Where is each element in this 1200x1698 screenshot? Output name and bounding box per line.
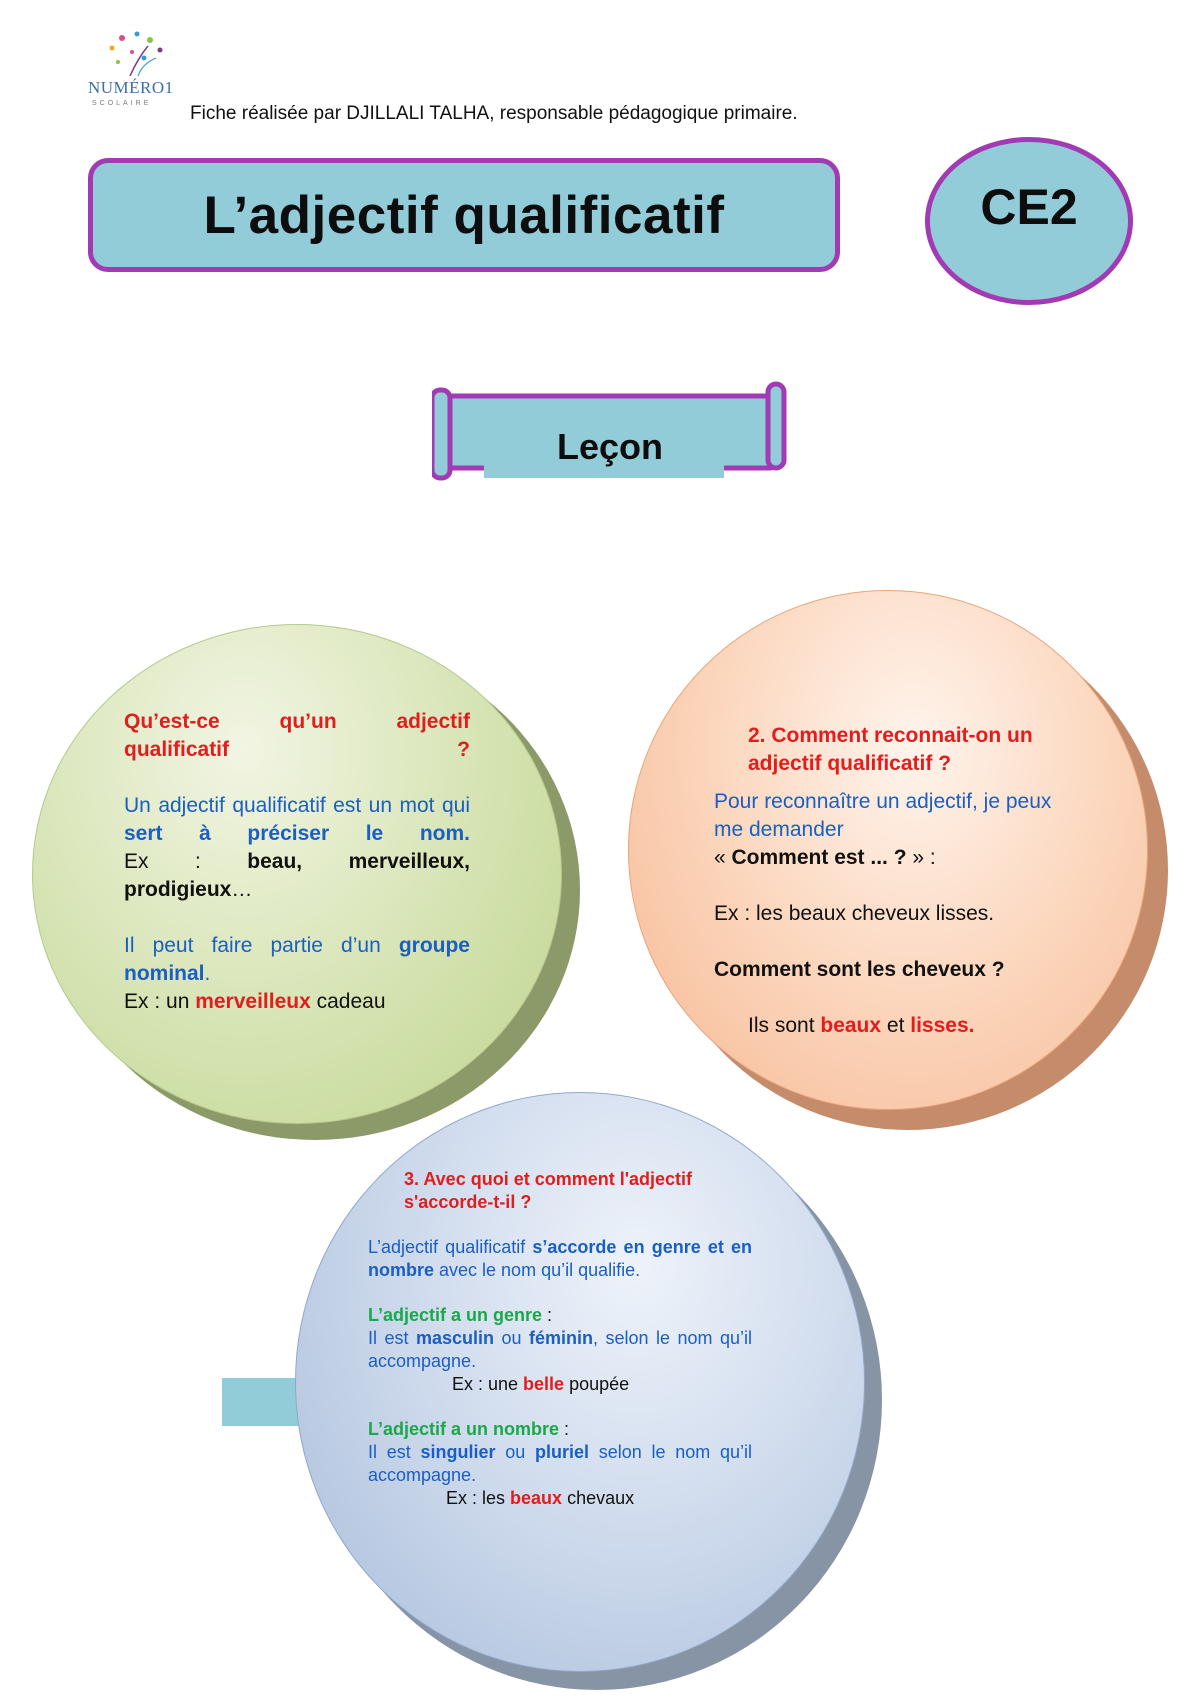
section-label: Leçon — [556, 426, 663, 467]
logo-confetti-icon — [109, 31, 163, 77]
logo: NUMÉRO1 SCOLAIRE — [82, 28, 192, 114]
circle-agreement — [295, 1092, 865, 1672]
gender-example: Ex : une belle poupée — [452, 1374, 630, 1394]
agreement-heading: 3. Avec quoi et comment l'adjectif s'acc… — [404, 1169, 693, 1212]
number-example: Ex : les beaux chevaux — [446, 1488, 635, 1508]
definition-paragraph: Un adjectif qualificatif est un mot qui … — [124, 794, 471, 901]
title-box: L’adjectif qualificatif — [88, 158, 840, 272]
lesson-banner: Leçon — [432, 378, 788, 488]
gender-rule: Il est masculin ou féminin, selon le nom… — [368, 1328, 752, 1371]
scroll-banner-icon — [432, 381, 787, 481]
definition-text: Qu’est-ce qu’un adjectif qualificatif ? … — [124, 708, 470, 1016]
recognition-heading: 2. Comment reconnait-on un adjectif qual… — [748, 724, 1033, 775]
circle-definition — [32, 624, 562, 1124]
recognition-intro: Pour reconnaître un adjectif, je peux me… — [714, 790, 1052, 841]
number-rule: Il est singulier ou pluriel selon le nom… — [368, 1442, 752, 1485]
recognition-question: Comment sont les cheveux ? — [714, 958, 1005, 981]
number-title: L’adjectif a un nombre : — [368, 1419, 570, 1439]
level-label: CE2 — [980, 179, 1078, 235]
logo-name: NUMÉRO1 — [88, 78, 174, 97]
definition-heading: Qu’est-ce qu’un adjectif qualificatif ? — [124, 710, 470, 761]
group-example: Ex : un merveilleux cadeau — [124, 990, 386, 1013]
level-badge: CE2 — [925, 137, 1133, 305]
page-title: L’adjectif qualificatif — [203, 185, 725, 245]
gender-title: L’adjectif a un genre : — [368, 1305, 553, 1325]
agreement-rule: L’adjectif qualificatif s’accorde en gen… — [368, 1237, 753, 1280]
recognition-answer: Ils sont beaux et lisses. — [748, 1014, 975, 1037]
recognition-text: 2. Comment reconnait-on un adjectif qual… — [714, 722, 1054, 1040]
decorative-tab — [222, 1378, 302, 1426]
author-credit: Fiche réalisée par DJILLALI TALHA, respo… — [190, 103, 798, 124]
agreement-text: 3. Avec quoi et comment l'adjectif s'acc… — [368, 1168, 752, 1510]
recognition-example: Ex : les beaux cheveux lisses. — [714, 902, 995, 925]
circle-recognition — [628, 590, 1148, 1110]
recognition-question-template: « Comment est ... ? » : — [714, 846, 936, 869]
logo-tagline: SCOLAIRE — [92, 100, 152, 107]
group-paragraph: Il peut faire partie d’un groupe nominal… — [124, 934, 470, 985]
